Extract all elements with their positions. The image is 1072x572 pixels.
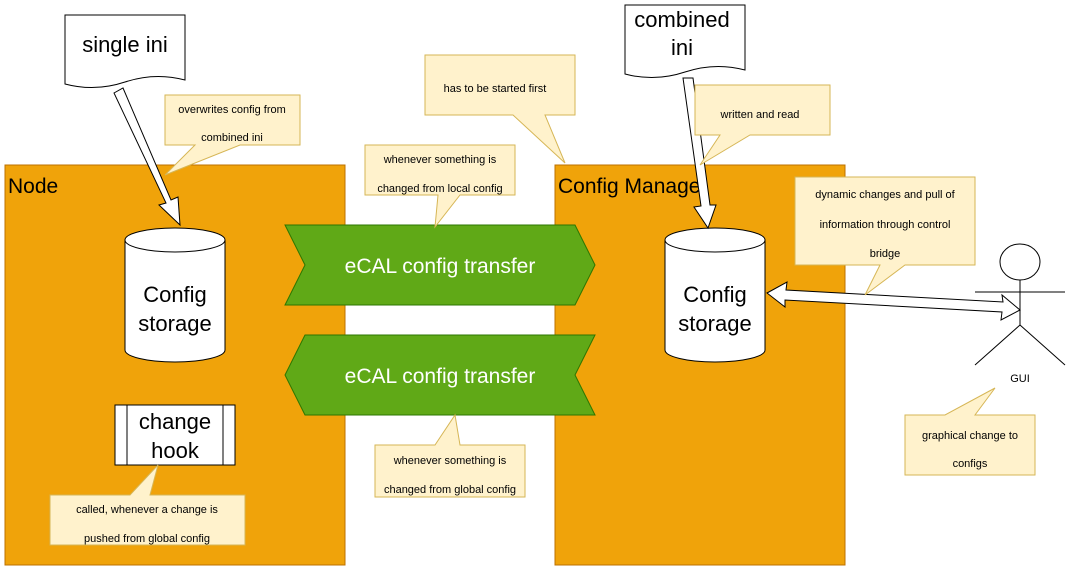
note-started-first: has to be started first [424,54,576,164]
change-hook: change hook [114,404,236,466]
svg-text:graphical change to: graphical change to [922,430,1018,442]
change-hook-line2: hook [151,438,200,463]
note-local-change: whenever something is changed from local… [364,144,516,229]
svg-text:changed from local config: changed from local config [377,183,502,195]
combined-ini-line2: ini [671,35,693,60]
combined-ini-document: combined ini [624,4,746,78]
note-hook-called: called, whenever a change is pushed from… [49,464,246,546]
gui-actor: GUI [974,243,1066,385]
node-storage-line2: storage [138,311,211,336]
svg-text:has to be started first: has to be started first [444,83,547,95]
node-storage-line1: Config [143,282,207,307]
svg-text:bridge: bridge [870,248,901,260]
manager-config-storage: Config storage [664,227,766,363]
gui-label: GUI [1010,373,1030,385]
svg-text:information through control: information through control [820,219,951,231]
transfer-to-manager: eCAL config transfer [284,224,596,306]
svg-text:whenever something is: whenever something is [393,455,507,467]
note-dynamic: dynamic changes and pull of information … [794,176,976,296]
svg-text:configs: configs [953,458,988,470]
svg-text:called, whenever a change is: called, whenever a change is [76,504,218,516]
single-ini-arrow [113,87,181,227]
svg-text:written and read: written and read [720,109,800,121]
svg-text:pushed from global config: pushed from global config [84,533,210,545]
note-overwrites: overwrites config from combined ini [164,94,301,176]
svg-text:changed from global config: changed from global config [384,484,516,496]
note-global-change: whenever something is changed from globa… [374,413,526,498]
change-hook-line1: change [139,409,211,434]
svg-text:overwrites config from: overwrites config from [178,104,286,116]
single-ini-label: single ini [82,32,168,57]
combined-ini-line1: combined [634,7,729,32]
transfer-to-node: eCAL config transfer [284,334,596,416]
note-graphical: graphical change to configs [904,387,1036,476]
svg-text:dynamic changes and pull of: dynamic changes and pull of [815,189,955,201]
note-written-read: written and read [694,84,831,166]
transfer-to-node-label: eCAL config transfer [345,365,536,388]
svg-text:combined ini: combined ini [201,132,263,144]
single-ini-document: single ini [64,14,186,88]
node-config-storage: Config storage [124,227,226,363]
svg-text:whenever something is: whenever something is [383,154,497,166]
transfer-to-manager-label: eCAL config transfer [345,255,536,278]
manager-storage-line1: Config [683,282,747,307]
config-manager-title: Config Manager [558,175,707,198]
node-title: Node [8,175,58,198]
manager-storage-line2: storage [678,311,751,336]
